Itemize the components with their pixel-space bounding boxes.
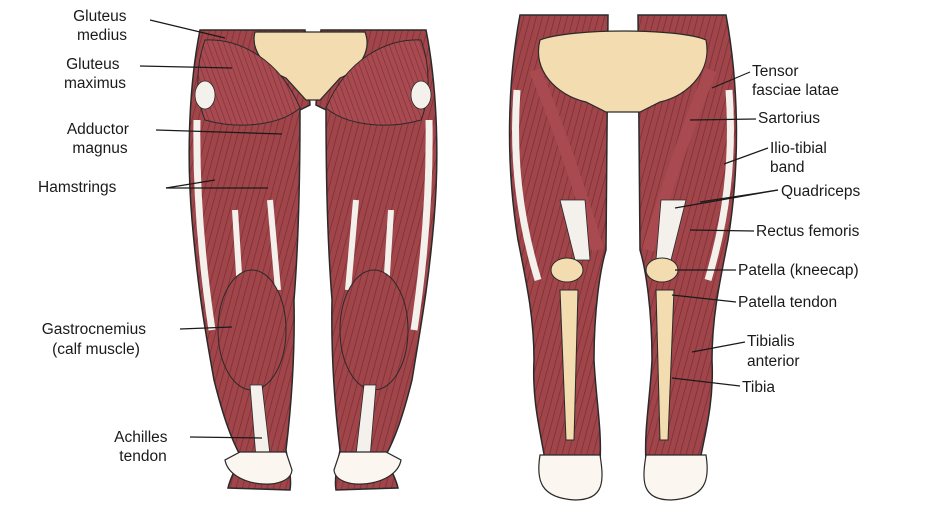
patella-left [551,258,583,282]
label-adductor-magnus-line1: Adductor [67,121,129,138]
label-iliotibial-band-line1: Ilio-tibial [770,140,827,157]
label-rectus-femoris: Rectus femoris [756,223,860,240]
label-iliotibial-band-line2: band [770,159,804,176]
label-hamstrings: Hamstrings [38,179,117,196]
label-patella-tendon: Patella tendon [738,294,837,311]
label-patella: Patella (kneecap) [738,262,859,279]
label-tibialis-anterior-line2: anterior [747,353,800,370]
label-achilles-tendon-line2: tendon [119,448,166,465]
gastrocnemius-right [340,270,408,390]
label-tensor-fasciae-latae-line1: Tensor [752,63,799,80]
anterior-view [510,15,737,500]
posterior-view [189,30,437,490]
label-gluteus-medius: Gluteus medius [73,8,131,44]
label-tensor-fasciae-latae-line2: fasciae latae [752,82,839,99]
label-gastrocnemius-line2: (calf muscle) [52,341,140,358]
label-quadriceps: Quadriceps [781,183,861,200]
label-adductor-magnus-line2: magnus [72,140,127,157]
label-gluteus-maximus: Gluteus maximus [64,56,126,92]
gastrocnemius-left [218,270,286,390]
label-gastrocnemius-line1: Gastrocnemius [42,321,146,338]
label-tibialis-anterior-line1: Tibialis [747,333,795,350]
label-achilles-tendon-line1: Achilles [114,429,168,446]
label-iliotibial-band: Ilio-tibial band [770,140,831,176]
label-sartorius: Sartorius [758,110,820,127]
label-gastrocnemius: Gastrocnemius (calf muscle) [42,321,151,358]
label-tensor-fasciae-latae: Tensor fasciae latae [752,63,839,99]
label-gluteus-medius-line1: Gluteus [73,8,127,25]
label-achilles-tendon: Achilles tendon [114,429,172,465]
label-gluteus-maximus-line2: maximus [64,75,126,92]
label-tibia: Tibia [742,379,775,396]
label-gluteus-medius-line2: medius [77,27,127,44]
label-gluteus-maximus-line1: Gluteus [66,56,120,73]
patella-right [646,258,678,282]
label-tibialis-anterior: Tibialis anterior [747,333,800,370]
label-adductor-magnus: Adductor magnus [67,121,133,157]
